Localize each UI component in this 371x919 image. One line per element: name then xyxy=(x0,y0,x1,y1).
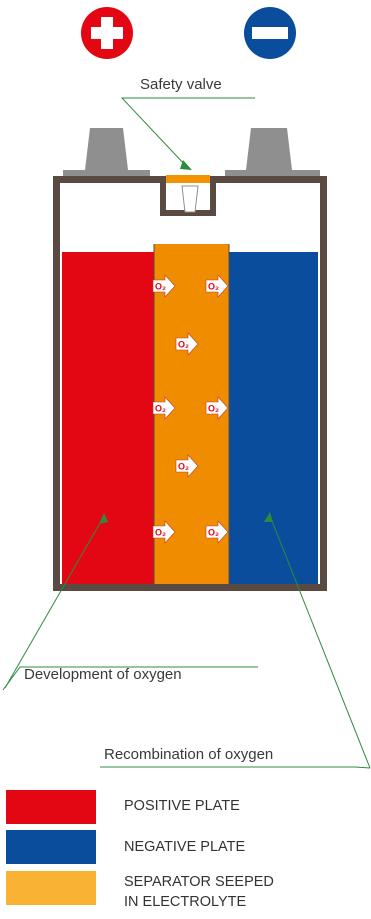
safety-valve-label: Safety valve xyxy=(140,76,222,93)
oxygen-label: O₂ xyxy=(208,404,219,414)
legend-label-positive: POSITIVE PLATE xyxy=(124,797,240,816)
oxygen-label: O₂ xyxy=(208,282,219,292)
negative-terminal-icon xyxy=(244,7,296,59)
legend-swatch-separator xyxy=(6,871,96,905)
oxygen-label: O₂ xyxy=(155,404,166,414)
oxygen-label: O₂ xyxy=(178,462,189,472)
development-label: Development of oxygen xyxy=(24,666,182,683)
oxygen-label: O₂ xyxy=(208,528,219,538)
positive-terminal-icon xyxy=(81,7,133,59)
oxygen-label: O₂ xyxy=(155,528,166,538)
legend-label-negative: NEGATIVE PLATE xyxy=(124,838,245,857)
oxygen-label: O₂ xyxy=(155,282,166,292)
legend-swatch-negative xyxy=(6,830,96,864)
positive-plate xyxy=(62,252,154,584)
negative-plate xyxy=(229,252,318,584)
legend-label-separator-line1: SEPARATOR SEEPED xyxy=(124,873,274,892)
legend-swatch-positive xyxy=(6,790,96,824)
recombination-label: Recombination of oxygen xyxy=(104,746,273,763)
legend-label-separator-line2: IN ELECTROLYTE xyxy=(124,893,246,912)
oxygen-label: O₂ xyxy=(178,340,189,350)
